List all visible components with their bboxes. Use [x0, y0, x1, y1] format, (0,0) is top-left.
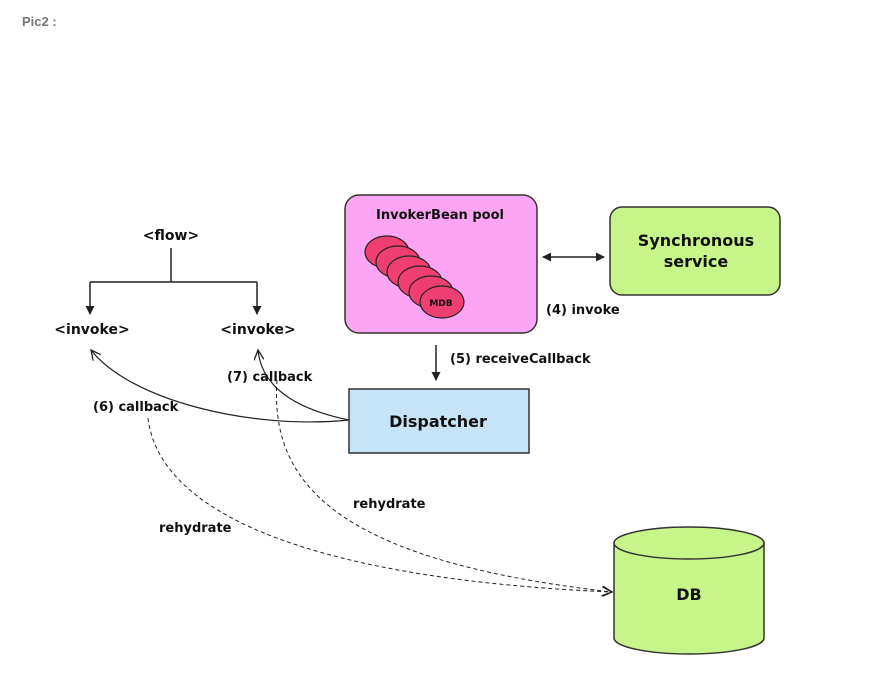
- dispatcher-label: Dispatcher: [389, 412, 487, 431]
- dispatcher: Dispatcher: [348, 388, 530, 454]
- service-box: [609, 206, 781, 296]
- pool-title: InvokerBean pool: [376, 208, 504, 223]
- rehydrate-left-curve: [147, 417, 612, 592]
- rehydrate-right-label: rehydrate: [353, 497, 426, 512]
- dispatcher-box: [348, 388, 530, 454]
- service-label-line1: Synchronous: [638, 231, 754, 250]
- invoke-right-label: <invoke>: [220, 322, 295, 338]
- database: DB: [613, 526, 765, 655]
- db-cylinder-top: [613, 526, 765, 560]
- flow-label: <flow>: [143, 228, 199, 244]
- db-cylinder-body: [613, 543, 765, 655]
- callback-6-label: (6) callback: [93, 400, 179, 415]
- flow-tree: <flow> <invoke> <invoke>: [54, 228, 295, 338]
- invoke-left-label: <invoke>: [54, 322, 129, 338]
- invokerbean-pool: InvokerBean pool MDB: [344, 194, 538, 334]
- rehydrate-right-curve: [275, 379, 612, 592]
- receive-callback-label: (5) receiveCallback: [450, 352, 591, 367]
- service-label-line2: service: [664, 252, 729, 271]
- mdb-label: MDB: [429, 299, 452, 309]
- callback-7-label: (7) callback: [227, 370, 313, 385]
- mdb-instance: [419, 285, 465, 319]
- synchronous-service: Synchronous service: [609, 206, 781, 296]
- db-label: DB: [676, 585, 701, 604]
- mdb-stack: MDB: [364, 235, 465, 319]
- rehydrate-left-label: rehydrate: [159, 521, 232, 536]
- page-caption: Pic2 :: [22, 14, 57, 29]
- callback-6-curve: [91, 350, 350, 423]
- callback-7-curve: [258, 350, 350, 421]
- invoke-edge-label: (4) invoke: [546, 303, 620, 318]
- pool-box: [344, 194, 538, 334]
